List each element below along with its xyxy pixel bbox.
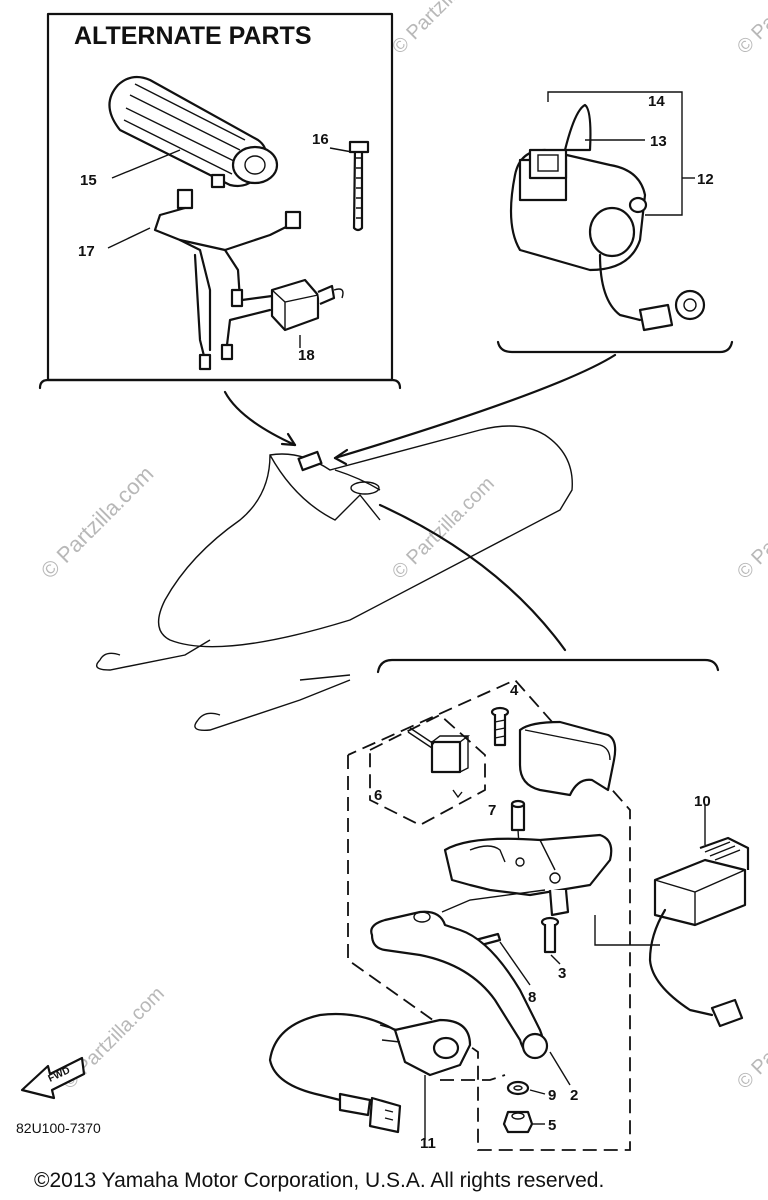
nut-5 (502, 1110, 534, 1134)
part-label-2: 2 (570, 1087, 578, 1104)
bolt-3 (540, 916, 560, 954)
lever-assembly-bracket (376, 658, 720, 674)
watermark: © Partzilla.com (733, 983, 768, 1094)
part-label-9: 9 (548, 1087, 556, 1104)
watermark: © Partzilla.com (733, 0, 768, 59)
arrow-to-lever-group (378, 503, 567, 652)
brake-lever-2 (370, 889, 549, 1060)
part-label-4: 4 (510, 682, 519, 699)
snowmobile-outline (96, 425, 573, 731)
part-label-5: 5 (548, 1117, 556, 1134)
toggle-switch (270, 278, 344, 332)
alternate-parts-header: ALTERNATE PARTS (74, 22, 312, 50)
part-label-17: 17 (78, 243, 95, 260)
watermark: © Partzilla.com (733, 473, 768, 584)
part-label-16: 16 (312, 131, 329, 148)
alternate-parts-frame (46, 12, 394, 382)
part-label-8: 8 (528, 989, 536, 1006)
part-label-14: 14 (648, 93, 665, 110)
wire-harness (153, 188, 302, 371)
throttle-switch-11 (268, 1012, 472, 1134)
part-label-15: 15 (80, 172, 97, 189)
lever-bracket (443, 833, 613, 917)
diagram-code: 82U100-7370 (16, 1120, 101, 1136)
arrow-from-alternate-parts (223, 390, 297, 447)
throttle-housing-bracket (496, 340, 734, 354)
alternate-parts-box: ALTERNATE PARTS 15 16 (38, 12, 402, 390)
brake-switch-10 (648, 836, 750, 1028)
part-label-7: 7 (488, 802, 496, 819)
washer-9 (506, 1080, 530, 1096)
part-label-10: 10 (694, 793, 711, 810)
part-label-13: 13 (650, 133, 667, 150)
throttle-housing-assembly: 14 13 12 (496, 91, 734, 354)
leader-15 (111, 149, 181, 179)
watermark: © Partzilla.com (388, 0, 499, 59)
part-label-6: 6 (374, 787, 382, 804)
lever-cover (518, 720, 617, 797)
part-label-12: 12 (697, 171, 714, 188)
alternate-parts-bracket (38, 378, 402, 390)
bolt-4 (490, 706, 510, 747)
watermark: © Partzilla.com (36, 461, 159, 584)
collar-7 (510, 799, 526, 861)
copyright-notice: ©2013 Yamaha Motor Corporation, U.S.A. A… (34, 1169, 604, 1192)
arrow-from-throttle-housing (333, 353, 617, 460)
stop-switch-6 (407, 727, 471, 799)
lever-assembly-dashed-group (347, 678, 631, 1151)
part-label-3: 3 (558, 965, 566, 982)
cable-band (348, 140, 370, 232)
part-label-18: 18 (298, 347, 315, 364)
grip-heater (108, 75, 279, 189)
part-label-11: 11 (420, 1135, 436, 1152)
